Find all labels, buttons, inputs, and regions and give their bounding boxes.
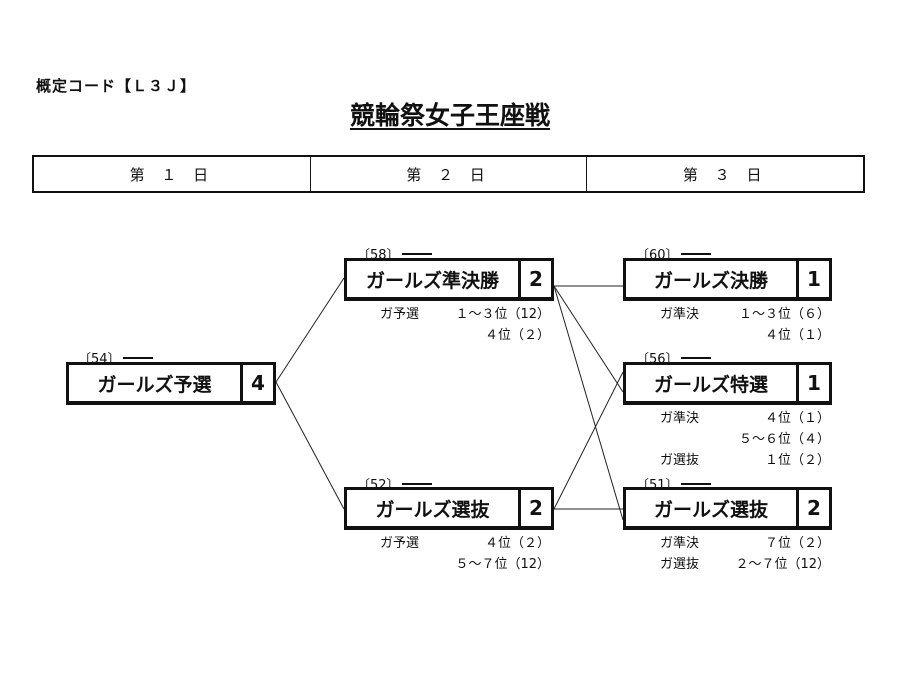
source-from xyxy=(380,553,450,572)
source-place: ４位（１） xyxy=(764,328,830,343)
race-58-source-1: ガ予選 １～３位（12） xyxy=(380,303,550,322)
race-54-count: 4 xyxy=(240,365,273,401)
source-from: ガ選抜 xyxy=(660,557,700,572)
race-58-box: ガールズ準決勝 2 xyxy=(344,258,554,301)
line-54-52 xyxy=(275,381,345,510)
source-from xyxy=(380,324,450,343)
schedule-code: 概定コード【Ｌ３Ｊ】 xyxy=(36,77,197,95)
race-52-box: ガールズ選抜 2 xyxy=(344,487,554,530)
race-56-name: ガールズ特選 xyxy=(653,373,768,396)
race-51-source-1: ガ準決 ７位（２） xyxy=(660,532,830,551)
day-header-table: 第 １ 日 第 ２ 日 第 ３ 日 xyxy=(32,155,865,193)
race-60-count: 1 xyxy=(796,261,829,297)
source-from: ガ準決 xyxy=(660,536,700,551)
race-60-name: ガールズ決勝 xyxy=(653,269,768,292)
source-from: ガ準決 xyxy=(660,411,700,426)
race-56-count: 1 xyxy=(796,365,829,401)
source-from: ガ選抜 xyxy=(660,453,700,468)
line-54-58 xyxy=(275,277,345,383)
race-52-source-2: ５～７位（12） xyxy=(380,553,550,572)
source-place: ５～７位（12） xyxy=(455,557,550,572)
source-from: ガ予選 xyxy=(380,307,420,322)
day-1-header: 第 １ 日 xyxy=(129,165,215,184)
source-place: ４位（２） xyxy=(484,536,550,551)
race-58-source-2: ４位（２） xyxy=(380,324,550,343)
line-58-56 xyxy=(553,285,624,393)
source-place: ５～６位（４） xyxy=(738,432,830,447)
title-text: 競輪祭女子王座戦 xyxy=(349,101,550,130)
race-51-count: 2 xyxy=(796,490,829,526)
race-56-box: ガールズ特選 1 xyxy=(623,362,832,405)
race-58-name: ガールズ準決勝 xyxy=(365,269,499,292)
race-52-count: 2 xyxy=(518,490,551,526)
source-from: ガ準決 xyxy=(660,307,700,322)
race-56-source-2: ５～６位（４） xyxy=(660,428,830,447)
source-place: ４位（１） xyxy=(764,411,830,426)
day-3-header: 第 ３ 日 xyxy=(586,157,863,191)
race-60-box: ガールズ決勝 1 xyxy=(623,258,832,301)
line-58-51 xyxy=(553,285,624,521)
source-place: １位（２） xyxy=(764,453,830,468)
race-51-box: ガールズ選抜 2 xyxy=(623,487,832,530)
source-from xyxy=(660,324,730,343)
source-place: ４位（２） xyxy=(484,328,550,343)
source-place: １～３位（６） xyxy=(738,307,830,322)
page-title: 競輪祭女子王座戦 xyxy=(0,96,900,132)
race-56-source-3: ガ選抜 １位（２） xyxy=(660,449,830,468)
source-place: ７位（２） xyxy=(764,536,830,551)
source-place: １～３位（12） xyxy=(455,307,550,322)
race-54-name: ガールズ予選 xyxy=(97,373,212,396)
day-2-header: 第 ２ 日 xyxy=(309,157,587,191)
race-58-count: 2 xyxy=(518,261,551,297)
race-52-source-1: ガ予選 ４位（２） xyxy=(380,532,550,551)
source-from: ガ予選 xyxy=(380,536,420,551)
race-60-source-2: ４位（１） xyxy=(660,324,830,343)
line-52-56 xyxy=(553,371,624,510)
race-51-source-2: ガ選抜 ２～７位（12） xyxy=(660,553,830,572)
race-52-name: ガールズ選抜 xyxy=(375,498,490,521)
race-54-box: ガールズ予選 4 xyxy=(66,362,276,405)
race-56-source-1: ガ準決 ４位（１） xyxy=(660,407,830,426)
source-place: ２～７位（12） xyxy=(735,557,830,572)
source-from xyxy=(660,428,730,447)
race-51-name: ガールズ選抜 xyxy=(653,498,768,521)
race-60-source-1: ガ準決 １～３位（６） xyxy=(660,303,830,322)
